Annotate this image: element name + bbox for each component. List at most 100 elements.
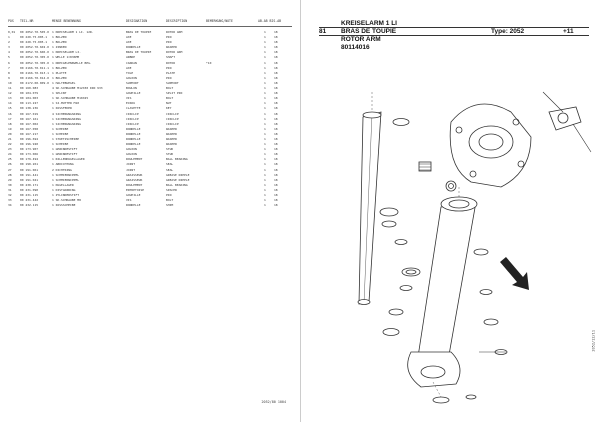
table-cell: 18 [274, 131, 278, 136]
table-cell: 00 113.227 [20, 101, 39, 106]
table-cell: 19 [8, 126, 12, 131]
table-cell: JOINT [126, 167, 136, 172]
spring-coils [419, 163, 431, 171]
table-cell: 18 [274, 162, 278, 167]
diagram-reference-code: 2052/12/11 [592, 330, 596, 352]
table-cell: BRAS DE TOUPIE [126, 30, 152, 34]
table-cell: 18 [274, 182, 278, 187]
table-cell: BOULON [126, 86, 137, 91]
table-cell: 1 SICHERUNGSRING [52, 116, 81, 121]
table-cell: 1 [264, 45, 266, 50]
table-cell: 00 167.058 [20, 126, 39, 131]
table-cell: 24 [8, 152, 12, 157]
table-cell: PIN [166, 65, 172, 70]
table-cell: RONDELLE [126, 142, 141, 147]
table-cell: GOUJON [126, 147, 137, 152]
table-cell: 1 [264, 142, 266, 147]
table-cell: CIRCLIP [126, 121, 139, 126]
spring-part [418, 161, 432, 172]
table-cell: 18 [274, 80, 278, 85]
bearing-ring-inner [448, 183, 454, 189]
table-cell: RONDELLE [126, 131, 141, 136]
table-cell: 1 WELLE 1=836MM [52, 55, 80, 60]
table-cell: 00 167.019 [20, 111, 39, 116]
table-cell: 18 [274, 106, 278, 111]
washer-1 [379, 207, 399, 217]
table-cell: TOLE [126, 70, 134, 75]
table-cell: 00 2166.70.014.0 [20, 75, 49, 80]
table-cell: 1 HALTEBUEGEL [52, 80, 76, 85]
header-part-no: TEIL-NR [20, 19, 34, 23]
table-cell: BALL BEARING [166, 157, 188, 162]
table-cell: *10 [206, 60, 212, 65]
seal-1 [388, 308, 404, 316]
table-cell: 1 SCHEIBE [52, 131, 69, 136]
table-cell: CIRCLIP [126, 111, 139, 116]
table-cell: 1 [264, 126, 266, 131]
table-cell: 11 [8, 86, 12, 91]
table-cell: 18 [274, 65, 278, 70]
table-cell: 1 GEWINDESTIFT [52, 147, 78, 152]
table-cell: 1 SCHMIERNIPPEL [52, 177, 80, 182]
table-cell: VIS [126, 96, 132, 101]
table-cell: 6 [8, 60, 10, 65]
table-cell: 18 [274, 75, 278, 80]
table-cell: 1 [264, 101, 266, 106]
seal-2 [382, 328, 400, 336]
table-cell: 1 KREISELARM 1 LI. 12R. [52, 30, 94, 34]
table-cell: GOUPILLE [126, 193, 141, 197]
table-cell: 1 [264, 80, 266, 85]
circlip-2 [399, 285, 413, 291]
table-cell: SUPPORT [126, 80, 139, 85]
shaft-top-end [362, 111, 382, 119]
washer-right-2 [479, 289, 493, 295]
table-cell: 18 [274, 157, 278, 162]
bottom-nut [465, 394, 477, 400]
circlip-1 [394, 239, 408, 245]
parts-list-header: POS TEIL-NR MENGE BENENNUNG DESIGNATION … [8, 18, 292, 27]
table-cell: 18 [274, 121, 278, 126]
table-cell: ROTOR ARM [166, 30, 183, 34]
table-cell: 0,01 [8, 30, 16, 34]
table-cell: 1 [264, 182, 266, 187]
table-cell: CLAVETTE [126, 106, 141, 111]
table-cell: 1 [264, 30, 266, 34]
table-cell: 00 2052.70.505.0 [20, 30, 49, 34]
table-cell: 17 [8, 116, 12, 121]
title-french: BRAS DE TOUPIE [341, 28, 397, 35]
table-cell: 18 [274, 198, 278, 203]
bearing-right [483, 318, 499, 326]
table-cell: 27 [8, 167, 12, 172]
table-cell: 1 ZYLINDERSTIFT [52, 193, 80, 197]
table-cell: 1 [264, 177, 266, 182]
table-cell: 21 [8, 136, 12, 141]
table-cell: SHAFT [166, 55, 176, 60]
table-cell: 00 104.079 [20, 91, 39, 96]
table-cell: 1 [264, 147, 266, 152]
title-rule-bottom [319, 35, 589, 36]
table-cell: 1 SCHMIERNIPPEL [52, 172, 80, 177]
table-cell: 12 [8, 91, 12, 96]
table-cell: SPLIT PIN [166, 91, 183, 96]
table-cell: 1 [264, 167, 266, 172]
housing-bolt-3 [517, 160, 525, 168]
table-cell: 33 [8, 198, 12, 203]
table-cell: 1 [264, 106, 266, 111]
table-cell: SPACER [166, 187, 177, 192]
table-cell: RONDELLE [126, 203, 141, 208]
table-cell: PIN [166, 35, 172, 40]
bearing-ring [445, 180, 457, 192]
table-cell: 9 [8, 75, 10, 80]
table-cell: ROULEMENT [126, 157, 143, 162]
